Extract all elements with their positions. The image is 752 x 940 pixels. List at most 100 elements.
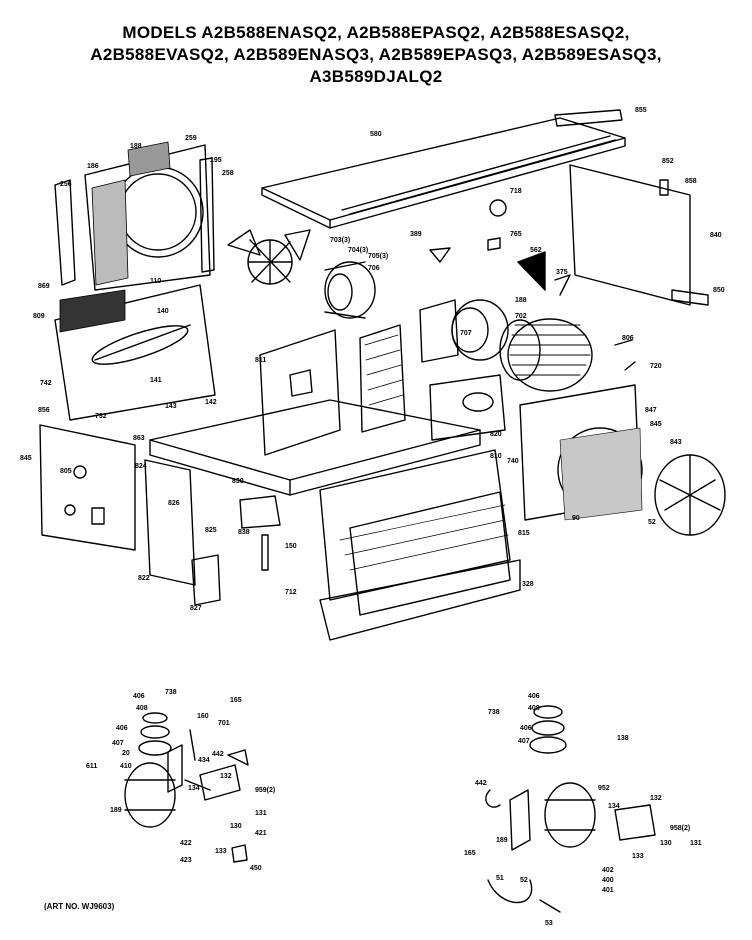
models-header-line-3: A3B589DJALQ2: [309, 67, 443, 86]
label-188: 188: [130, 143, 142, 150]
label-738: 738: [165, 689, 177, 696]
label-195: 195: [210, 157, 222, 164]
label-856: 856: [38, 407, 50, 414]
label-826: 826: [168, 500, 180, 507]
label-765: 765: [510, 231, 522, 238]
label-838: 838: [238, 529, 250, 536]
label-150: 150: [285, 543, 297, 550]
label-855: 855: [635, 107, 647, 114]
label-131: 131: [255, 810, 267, 817]
label-410: 410: [120, 763, 132, 770]
top-cover-panel: [261, 117, 626, 229]
bracket-parts: [144, 459, 281, 606]
label-421: 421: [255, 830, 267, 837]
models-header-line-2: A2B588EVASQ2, A2B589ENASQ3, A2B589EPASQ3…: [90, 45, 662, 64]
label-810: 810: [490, 453, 502, 460]
label-110: 110: [150, 278, 161, 285]
label-132-r: 132: [650, 795, 662, 802]
label-140: 140: [157, 308, 169, 315]
label-958: 958(2): [670, 825, 690, 832]
label-703: 703(3): [330, 237, 350, 244]
label-256: 256: [60, 181, 72, 188]
label-52: 52: [648, 519, 656, 526]
label-402: 402: [602, 867, 614, 874]
label-133-r: 133: [632, 853, 644, 860]
label-406: 406: [133, 693, 145, 700]
label-20: 20: [122, 750, 130, 757]
label-858: 858: [685, 178, 697, 185]
left-cabinet-panel: [54, 284, 216, 421]
condenser-fan-motor: [324, 261, 376, 319]
label-847: 847: [645, 407, 657, 414]
label-845b: 845: [20, 455, 32, 462]
label-134: 134: [188, 785, 200, 792]
label-740: 740: [507, 458, 519, 465]
label-718: 718: [510, 188, 522, 195]
label-738-r: 738: [488, 709, 500, 716]
label-134-r: 134: [608, 803, 620, 810]
label-375: 375: [556, 269, 568, 276]
compressor-left: [124, 712, 249, 863]
blower-wheel: [499, 318, 593, 392]
label-434: 434: [198, 757, 210, 764]
label-811: 811: [255, 357, 266, 364]
label-450: 450: [250, 865, 262, 872]
label-400: 400: [602, 877, 614, 884]
label-732: 732: [95, 413, 107, 420]
label-562: 562: [530, 247, 542, 254]
label-406-r: 406: [528, 693, 540, 700]
label-131-r: 131: [690, 840, 702, 847]
label-442: 442: [212, 751, 224, 758]
art-number: (ART NO. WJ9603): [44, 902, 115, 911]
label-52-r: 52: [520, 877, 528, 884]
label-90: 90: [572, 515, 580, 522]
label-406b: 406: [116, 725, 128, 732]
label-188b: 188: [515, 297, 527, 304]
label-189-r: 189: [496, 837, 508, 844]
label-827: 827: [190, 605, 202, 612]
label-138: 138: [617, 735, 629, 742]
label-142: 142: [205, 399, 217, 406]
label-401: 401: [602, 887, 614, 894]
front-grille-assembly: [319, 449, 521, 641]
label-160: 160: [197, 713, 209, 720]
label-705: 705(3): [368, 253, 388, 260]
label-611: 611: [86, 763, 97, 770]
label-805: 805: [60, 468, 72, 475]
label-328: 328: [522, 581, 534, 588]
label-259: 259: [185, 135, 197, 142]
label-959: 959(2): [255, 787, 275, 794]
label-824: 824: [135, 463, 147, 470]
label-408: 408: [136, 705, 148, 712]
label-407-r: 407: [518, 738, 530, 745]
models-header: MODELS A2B588ENASQ2, A2B588EPASQ2, A2B58…: [0, 22, 752, 88]
fan-shroud-ring: [654, 454, 726, 536]
label-742: 742: [40, 380, 52, 387]
label-389: 389: [410, 231, 422, 238]
label-869: 869: [38, 283, 50, 290]
label-422: 422: [180, 840, 192, 847]
label-130-r: 130: [660, 840, 672, 847]
label-130: 130: [230, 823, 242, 830]
label-720: 720: [650, 363, 662, 370]
misc-small-parts: [429, 199, 636, 371]
label-809: 809: [33, 313, 45, 320]
label-406b-r: 406: [520, 725, 532, 732]
label-407: 407: [112, 740, 124, 747]
label-702: 702: [515, 313, 527, 320]
models-header-line-1: MODELS A2B588ENASQ2, A2B588EPASQ2, A2B58…: [122, 23, 630, 42]
label-952: 952: [598, 785, 610, 792]
label-706: 706: [368, 265, 380, 272]
label-712: 712: [285, 589, 297, 596]
label-704: 704(3): [348, 247, 368, 254]
label-701: 701: [218, 720, 230, 727]
bulkhead-partition: [259, 329, 341, 456]
control-panel: [39, 424, 136, 551]
base-pan: [149, 399, 481, 496]
label-143: 143: [165, 403, 177, 410]
label-165-r: 165: [464, 850, 476, 857]
label-141: 141: [150, 377, 162, 384]
fan-blade: [227, 229, 311, 285]
label-53: 53: [545, 920, 553, 927]
